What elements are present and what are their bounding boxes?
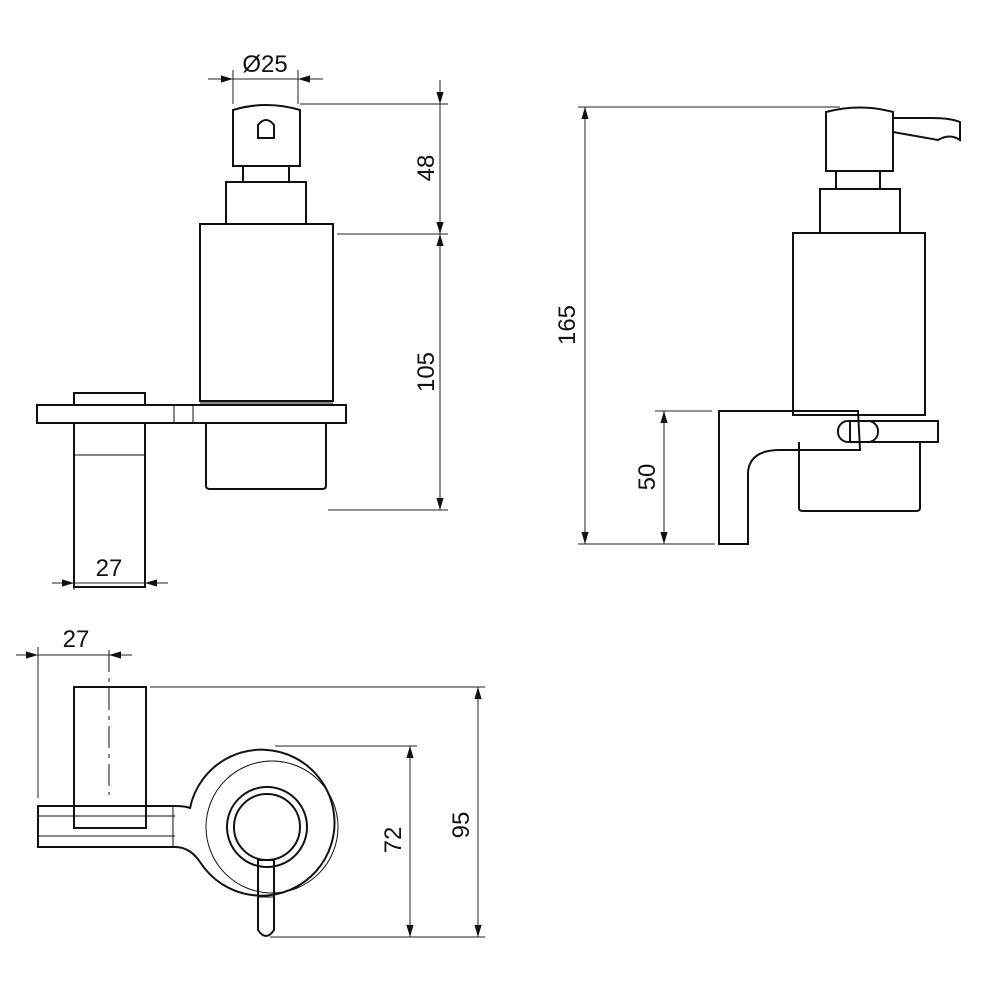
post-top: [73, 392, 146, 405]
total-depth-label: 95: [448, 812, 475, 839]
spout: [892, 117, 961, 142]
post-width-label: 27: [96, 555, 123, 582]
wall-post: [73, 422, 146, 588]
top-view: 27 72 95: [16, 626, 485, 938]
wall-post: [73, 686, 147, 829]
pump-height-label: 48: [413, 155, 440, 182]
body-height-label: 105: [413, 352, 440, 392]
pump-neck: [242, 165, 290, 183]
pump-head: [232, 104, 301, 167]
collar: [225, 181, 307, 225]
bracket-plan: [37, 748, 336, 897]
pump-neck: [835, 170, 881, 190]
cup: [798, 442, 921, 512]
wall-bracket: [718, 410, 862, 545]
pump-head-top: [233, 793, 301, 861]
pump-head: [825, 106, 894, 172]
bottle-outline: [205, 760, 339, 894]
bracket-height-label: 50: [634, 464, 661, 491]
ring: [849, 420, 939, 443]
side-view: 165 50: [554, 106, 961, 545]
bottle-body: [792, 232, 926, 416]
diameter-label: Ø25: [242, 51, 287, 78]
center-depth-label: 72: [380, 827, 407, 854]
cup: [205, 423, 327, 490]
pump-ring: [226, 786, 308, 868]
collar: [819, 188, 901, 234]
total-height-label: 165: [554, 305, 581, 345]
bottle-body: [199, 223, 334, 402]
post-width-label: 27: [63, 626, 90, 653]
spout-plan: [257, 859, 275, 937]
pump-slot: [257, 119, 275, 139]
front-view: Ø25 48 105 27: [36, 51, 448, 590]
shelf: [36, 404, 347, 424]
screw: [837, 420, 879, 443]
